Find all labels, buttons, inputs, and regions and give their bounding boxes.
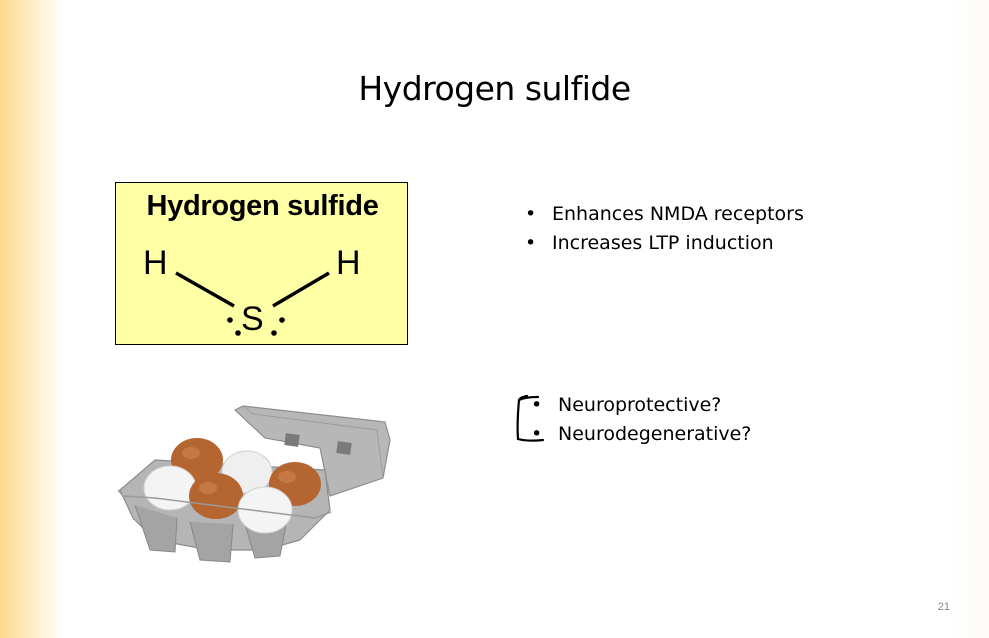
- bullet-dot: •: [531, 423, 543, 445]
- bullet-text: Increases LTP induction: [552, 232, 774, 254]
- lone-pair-dot: [227, 317, 233, 323]
- left-decorative-band: [0, 0, 62, 638]
- molecule-title: Hydrogen sulfide: [146, 190, 379, 222]
- bullet-text: Enhances NMDA receptors: [552, 203, 804, 225]
- list-item: • Enhances NMDA receptors: [522, 200, 804, 229]
- slide-title: Hydrogen sulfide: [358, 69, 631, 108]
- bullet-text: Neuroprotective?: [558, 394, 722, 416]
- questions-bullet-list: • Neuroprotective? • Neurodegenerative?: [528, 391, 751, 449]
- atom-sulfur: S: [241, 300, 264, 338]
- molecule-bonds: [175, 271, 330, 336]
- bond-left: [175, 271, 235, 308]
- lone-pair-dot: [279, 317, 285, 323]
- bond-right: [272, 271, 330, 308]
- effects-bullet-list: • Enhances NMDA receptors • Increases LTP …: [522, 200, 804, 258]
- bullet-dot: •: [525, 203, 537, 225]
- bullet-text: Neurodegenerative?: [558, 423, 752, 445]
- lone-pair-dot: [271, 330, 277, 336]
- lone-pair-dot: [235, 330, 241, 336]
- list-item: • Neuroprotective?: [528, 391, 751, 420]
- handwritten-bracket: [516, 394, 545, 442]
- list-item: • Increases LTP induction: [522, 229, 804, 258]
- bullet-dot: •: [531, 394, 543, 416]
- right-decorative-shade: [949, 0, 989, 638]
- list-item: • Neurodegenerative?: [528, 420, 751, 449]
- slide-number: 21: [937, 601, 950, 613]
- bullet-dot: •: [525, 232, 537, 254]
- egg-carton-image: [117, 405, 391, 563]
- atom-hydrogen-left: H: [143, 244, 168, 282]
- atom-hydrogen-right: H: [336, 244, 361, 282]
- molecule-diagram: Hydrogen sulfide H H S: [115, 182, 408, 345]
